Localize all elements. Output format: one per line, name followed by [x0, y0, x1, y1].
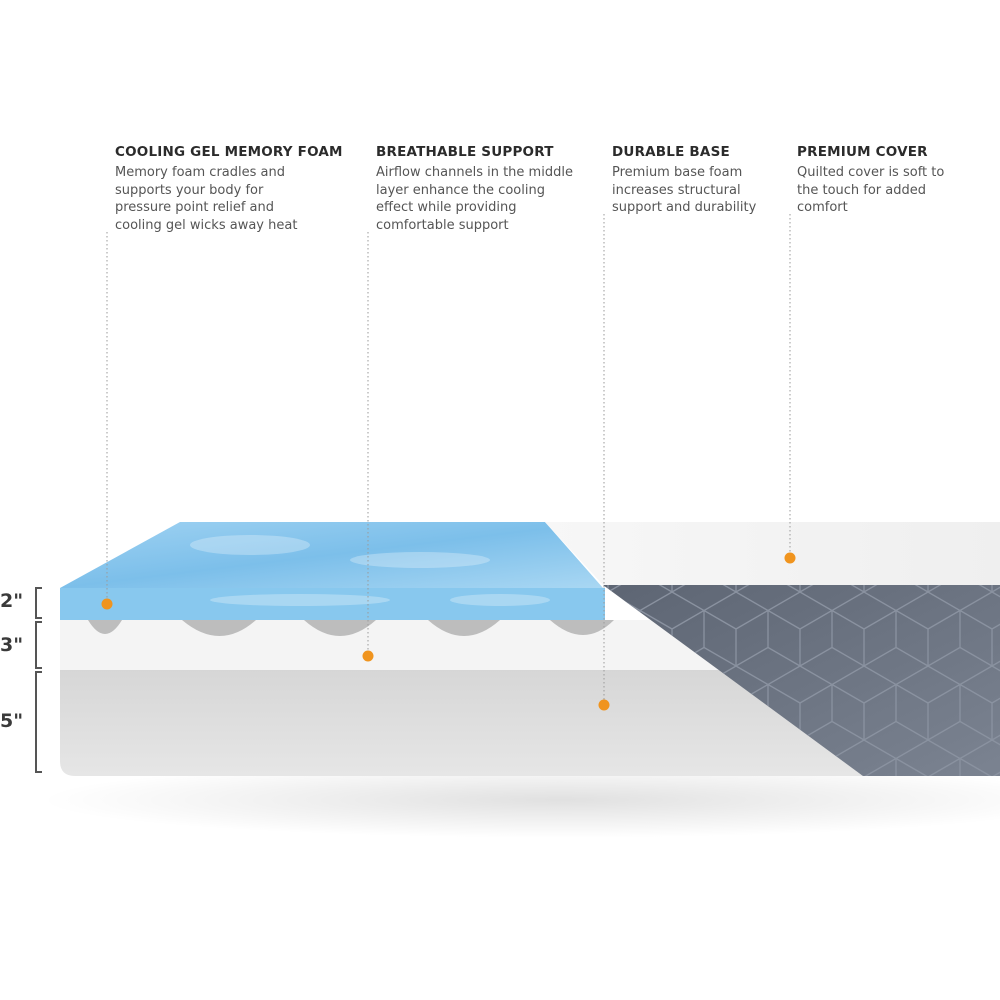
leader-lines	[106, 214, 791, 704]
floor-shadow	[40, 762, 1000, 838]
airflow-channels	[88, 620, 614, 636]
feature-description: Quilted cover is soft to the touch for a…	[797, 165, 945, 215]
gel-texture	[190, 535, 550, 606]
feature-description: Premium base foam increases structural s…	[612, 165, 757, 215]
feature-premium-cover: PREMIUM COVER Quilted cover is soft to t…	[797, 144, 944, 217]
feature-breathable-support: BREATHABLE SUPPORT Airflow channels in t…	[376, 144, 573, 234]
marker-premium-cover	[784, 552, 796, 564]
feature-title: DURABLE BASE	[612, 144, 730, 160]
feature-description: Airflow channels in the middle layer enh…	[376, 165, 573, 233]
gel-memory-foam-side	[60, 588, 605, 620]
feature-title: BREATHABLE SUPPORT	[376, 144, 554, 160]
premium-cover-top	[545, 522, 1000, 585]
feature-title: PREMIUM COVER	[797, 144, 928, 160]
layer-thickness-middle: 3"	[0, 634, 24, 656]
layer-thickness-base: 5"	[0, 710, 24, 732]
marker-breathable-support	[362, 650, 374, 662]
gel-memory-foam-top	[60, 522, 603, 588]
layer-thickness-top: 2"	[0, 590, 24, 612]
feature-description: Memory foam cradles and supports your bo…	[115, 165, 298, 233]
feature-durable-base: DURABLE BASE Premium base foam increases…	[612, 144, 756, 217]
marker-cooling-gel	[101, 598, 113, 610]
feature-cooling-gel: COOLING GEL MEMORY FOAM Memory foam crad…	[115, 144, 343, 234]
feature-title: COOLING GEL MEMORY FOAM	[115, 144, 343, 160]
dimension-brackets	[35, 587, 42, 773]
marker-durable-base	[598, 699, 610, 711]
